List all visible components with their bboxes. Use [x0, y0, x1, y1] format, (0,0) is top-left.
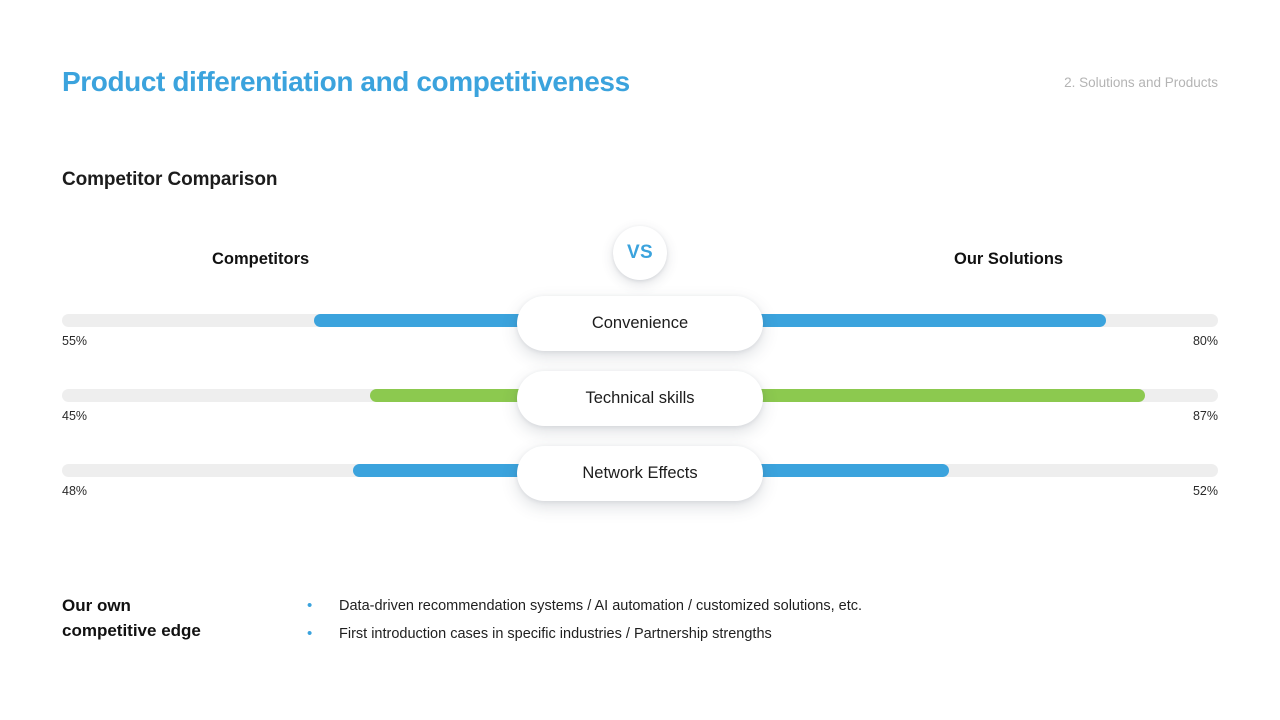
bar-track-right [658, 389, 1218, 402]
bar-fill-right [658, 389, 1146, 402]
competitive-edge-title-line1: Our own [62, 596, 131, 615]
metric-pill-label: Convenience [591, 314, 689, 332]
section-tag: 2. Solutions and Products [1064, 75, 1218, 90]
bullet-icon: • [307, 625, 313, 642]
bar-track-right [658, 314, 1218, 327]
metric-pill-label: Network Effects [582, 464, 698, 482]
competitive-edge-title-line2: competitive edge [62, 621, 201, 640]
vs-badge-label: VS [627, 242, 653, 263]
competitive-edge-title: Our own competitive edge [62, 593, 282, 643]
value-label-left: 55% [62, 334, 88, 348]
column-header-competitors: Competitors [212, 250, 310, 268]
vs-badge: VS [613, 226, 667, 280]
bullet-icon: • [307, 597, 313, 614]
value-label-left: 48% [62, 484, 88, 498]
value-label-left: 45% [62, 409, 88, 423]
value-label-right: 52% [1192, 484, 1218, 498]
page-title: Product differentiation and competitiven… [62, 66, 630, 97]
value-label-right: 80% [1192, 334, 1218, 348]
metric-pill-technical-skills[interactable]: Technical skills [517, 371, 763, 426]
list-item: • Data-driven recommendation systems / A… [307, 596, 1167, 616]
metric-pill-network-effects[interactable]: Network Effects [517, 446, 763, 501]
competitive-edge-list: • Data-driven recommendation systems / A… [307, 596, 1167, 652]
metric-pill-convenience[interactable]: Convenience [517, 296, 763, 351]
metric-pill-label: Technical skills [585, 389, 695, 407]
column-header-our-solutions: Our Solutions [954, 250, 1064, 268]
list-item-text: First introduction cases in specific ind… [339, 626, 772, 642]
list-item-text: Data-driven recommendation systems / AI … [339, 598, 863, 614]
sub-heading: Competitor Comparison [62, 169, 278, 190]
comparison-row: 48% 52% [0, 464, 1280, 524]
bar-fill-right [658, 314, 1106, 327]
list-item: • First introduction cases in specific i… [307, 624, 1167, 644]
value-label-right: 87% [1192, 409, 1218, 423]
